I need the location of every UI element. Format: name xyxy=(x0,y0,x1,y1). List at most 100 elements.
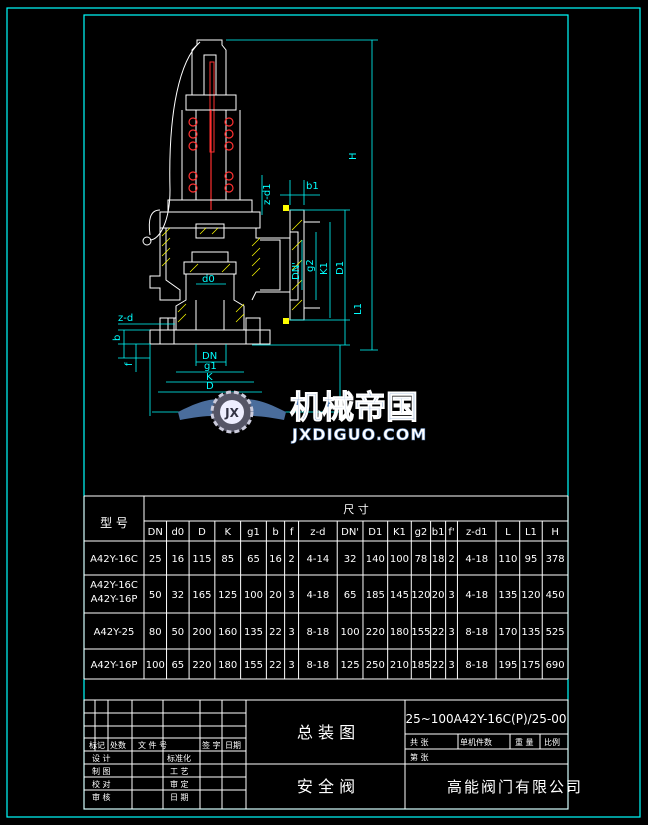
value-cell: 65 xyxy=(344,590,357,601)
value-cell: 22 xyxy=(432,627,445,638)
column-header: f' xyxy=(448,527,454,538)
value-cell: 220 xyxy=(192,660,211,671)
drawing-title: 总 装 图 xyxy=(297,723,355,742)
column-header: K1 xyxy=(393,527,406,538)
dim-label-dn: DN xyxy=(202,351,217,362)
dim-label-b: b xyxy=(112,335,123,341)
column-header: D xyxy=(198,527,206,538)
column-header: DN xyxy=(148,527,163,538)
value-cell: 180 xyxy=(218,660,237,671)
value-cell: 4-18 xyxy=(465,554,488,565)
lbl-design: 设 计 xyxy=(92,753,111,763)
value-cell: 165 xyxy=(192,590,211,601)
watermark-logo: JX xyxy=(178,390,286,434)
value-cell: 20 xyxy=(269,590,282,601)
value-cell: 2 xyxy=(448,554,454,565)
value-cell: 20 xyxy=(432,590,445,601)
dim-label-d0: d0 xyxy=(202,274,215,285)
watermark-logo-letters: JX xyxy=(224,406,239,420)
value-cell: 140 xyxy=(366,554,385,565)
value-cell: 3 xyxy=(288,590,294,601)
model-header: 型 号 xyxy=(100,516,128,530)
value-cell: 250 xyxy=(366,660,385,671)
dim-label-d: D xyxy=(206,381,214,392)
lbl-draw: 制 图 xyxy=(92,766,111,776)
value-cell: 22 xyxy=(269,660,282,671)
value-cell: 85 xyxy=(221,554,234,565)
value-cell: 2 xyxy=(288,554,294,565)
value-cell: 100 xyxy=(341,627,360,638)
value-cell: 3 xyxy=(288,627,294,638)
value-cell: 100 xyxy=(146,660,165,671)
dim-label-d1: D1 xyxy=(335,261,346,275)
hdr-mark: 标记 xyxy=(89,740,105,750)
value-cell: 22 xyxy=(269,627,282,638)
value-cell: 4-14 xyxy=(307,554,330,565)
dim-label-z-d: z-d xyxy=(118,313,133,324)
column-header: DN' xyxy=(341,527,359,538)
column-header: d0 xyxy=(171,527,184,538)
column-header: b xyxy=(272,527,278,538)
flange-highlights xyxy=(283,205,289,324)
hdr-sign: 签 字 xyxy=(202,740,221,750)
model-cell: A42Y-25 xyxy=(94,627,135,638)
column-header: g2 xyxy=(415,527,428,538)
dimension-lines xyxy=(118,39,378,416)
value-cell: 8-18 xyxy=(307,627,330,638)
value-cell: 135 xyxy=(498,590,517,601)
value-cell: 155 xyxy=(411,627,430,638)
value-cell: 115 xyxy=(192,554,211,565)
value-cell: 3 xyxy=(288,660,294,671)
lbl-standard: 标准化 xyxy=(167,753,191,763)
value-cell: 155 xyxy=(244,660,263,671)
dim-label-dn-prime: DN' xyxy=(291,262,302,280)
value-cell: 160 xyxy=(218,627,237,638)
dim-label-g2: g2 xyxy=(305,259,316,272)
value-cell: 25 xyxy=(149,554,162,565)
value-cell: 16 xyxy=(269,554,282,565)
dim-label-b1: b1 xyxy=(306,181,319,192)
dim-label-l1: L1 xyxy=(353,303,364,315)
column-header: K xyxy=(224,527,231,538)
value-cell: 16 xyxy=(171,554,184,565)
watermark-url: JXDIGUO.COM xyxy=(291,425,427,444)
hdr-count: 处数 xyxy=(110,740,126,750)
column-header: L xyxy=(505,527,511,538)
model-cell: A42Y-16P xyxy=(91,660,138,671)
outer-border xyxy=(6,7,641,818)
value-cell: 135 xyxy=(244,627,263,638)
lbl-process: 工 艺 xyxy=(170,767,189,776)
column-header: f xyxy=(290,527,294,538)
value-cell: 170 xyxy=(498,627,517,638)
lbl-review: 审 核 xyxy=(92,792,111,802)
dim-label-g1: g1 xyxy=(204,361,217,372)
column-header: z-d1 xyxy=(466,527,488,538)
column-header: z-d xyxy=(310,527,325,538)
value-cell: 18 xyxy=(432,554,445,565)
drawing-number: 25~100A42Y-16C(P)/25-00 xyxy=(405,712,566,726)
dim-label-f: f xyxy=(124,362,135,366)
value-cell: 110 xyxy=(498,554,517,565)
value-cell: 100 xyxy=(390,554,409,565)
column-header: b1 xyxy=(432,527,445,538)
value-cell: 100 xyxy=(244,590,263,601)
lbl-sheet: 第 张 xyxy=(410,752,429,762)
model-cell: A42Y-16P xyxy=(91,594,138,605)
value-cell: 80 xyxy=(149,627,162,638)
value-cell: 135 xyxy=(521,627,540,638)
lbl-scale: 比例 xyxy=(544,737,560,747)
value-cell: 8-18 xyxy=(465,627,488,638)
value-cell: 185 xyxy=(411,660,430,671)
column-header: L1 xyxy=(525,527,537,538)
lbl-total-sheets: 共 张 xyxy=(410,738,429,747)
value-cell: 125 xyxy=(218,590,237,601)
hdr-date: 日期 xyxy=(225,741,241,750)
hdr-docno: 文 件 号 xyxy=(138,740,167,750)
title-block xyxy=(83,699,569,810)
company-name: 高能阀门有限公司 xyxy=(447,778,583,796)
dimension-text: H z-d1 b1 DN' g2 K1 D1 L1 d0 DN g1 K D L… xyxy=(112,152,364,412)
dim-label-k1: K1 xyxy=(319,262,330,275)
dims-header: 尺 寸 xyxy=(343,502,369,516)
dim-label-h: H xyxy=(348,152,359,160)
